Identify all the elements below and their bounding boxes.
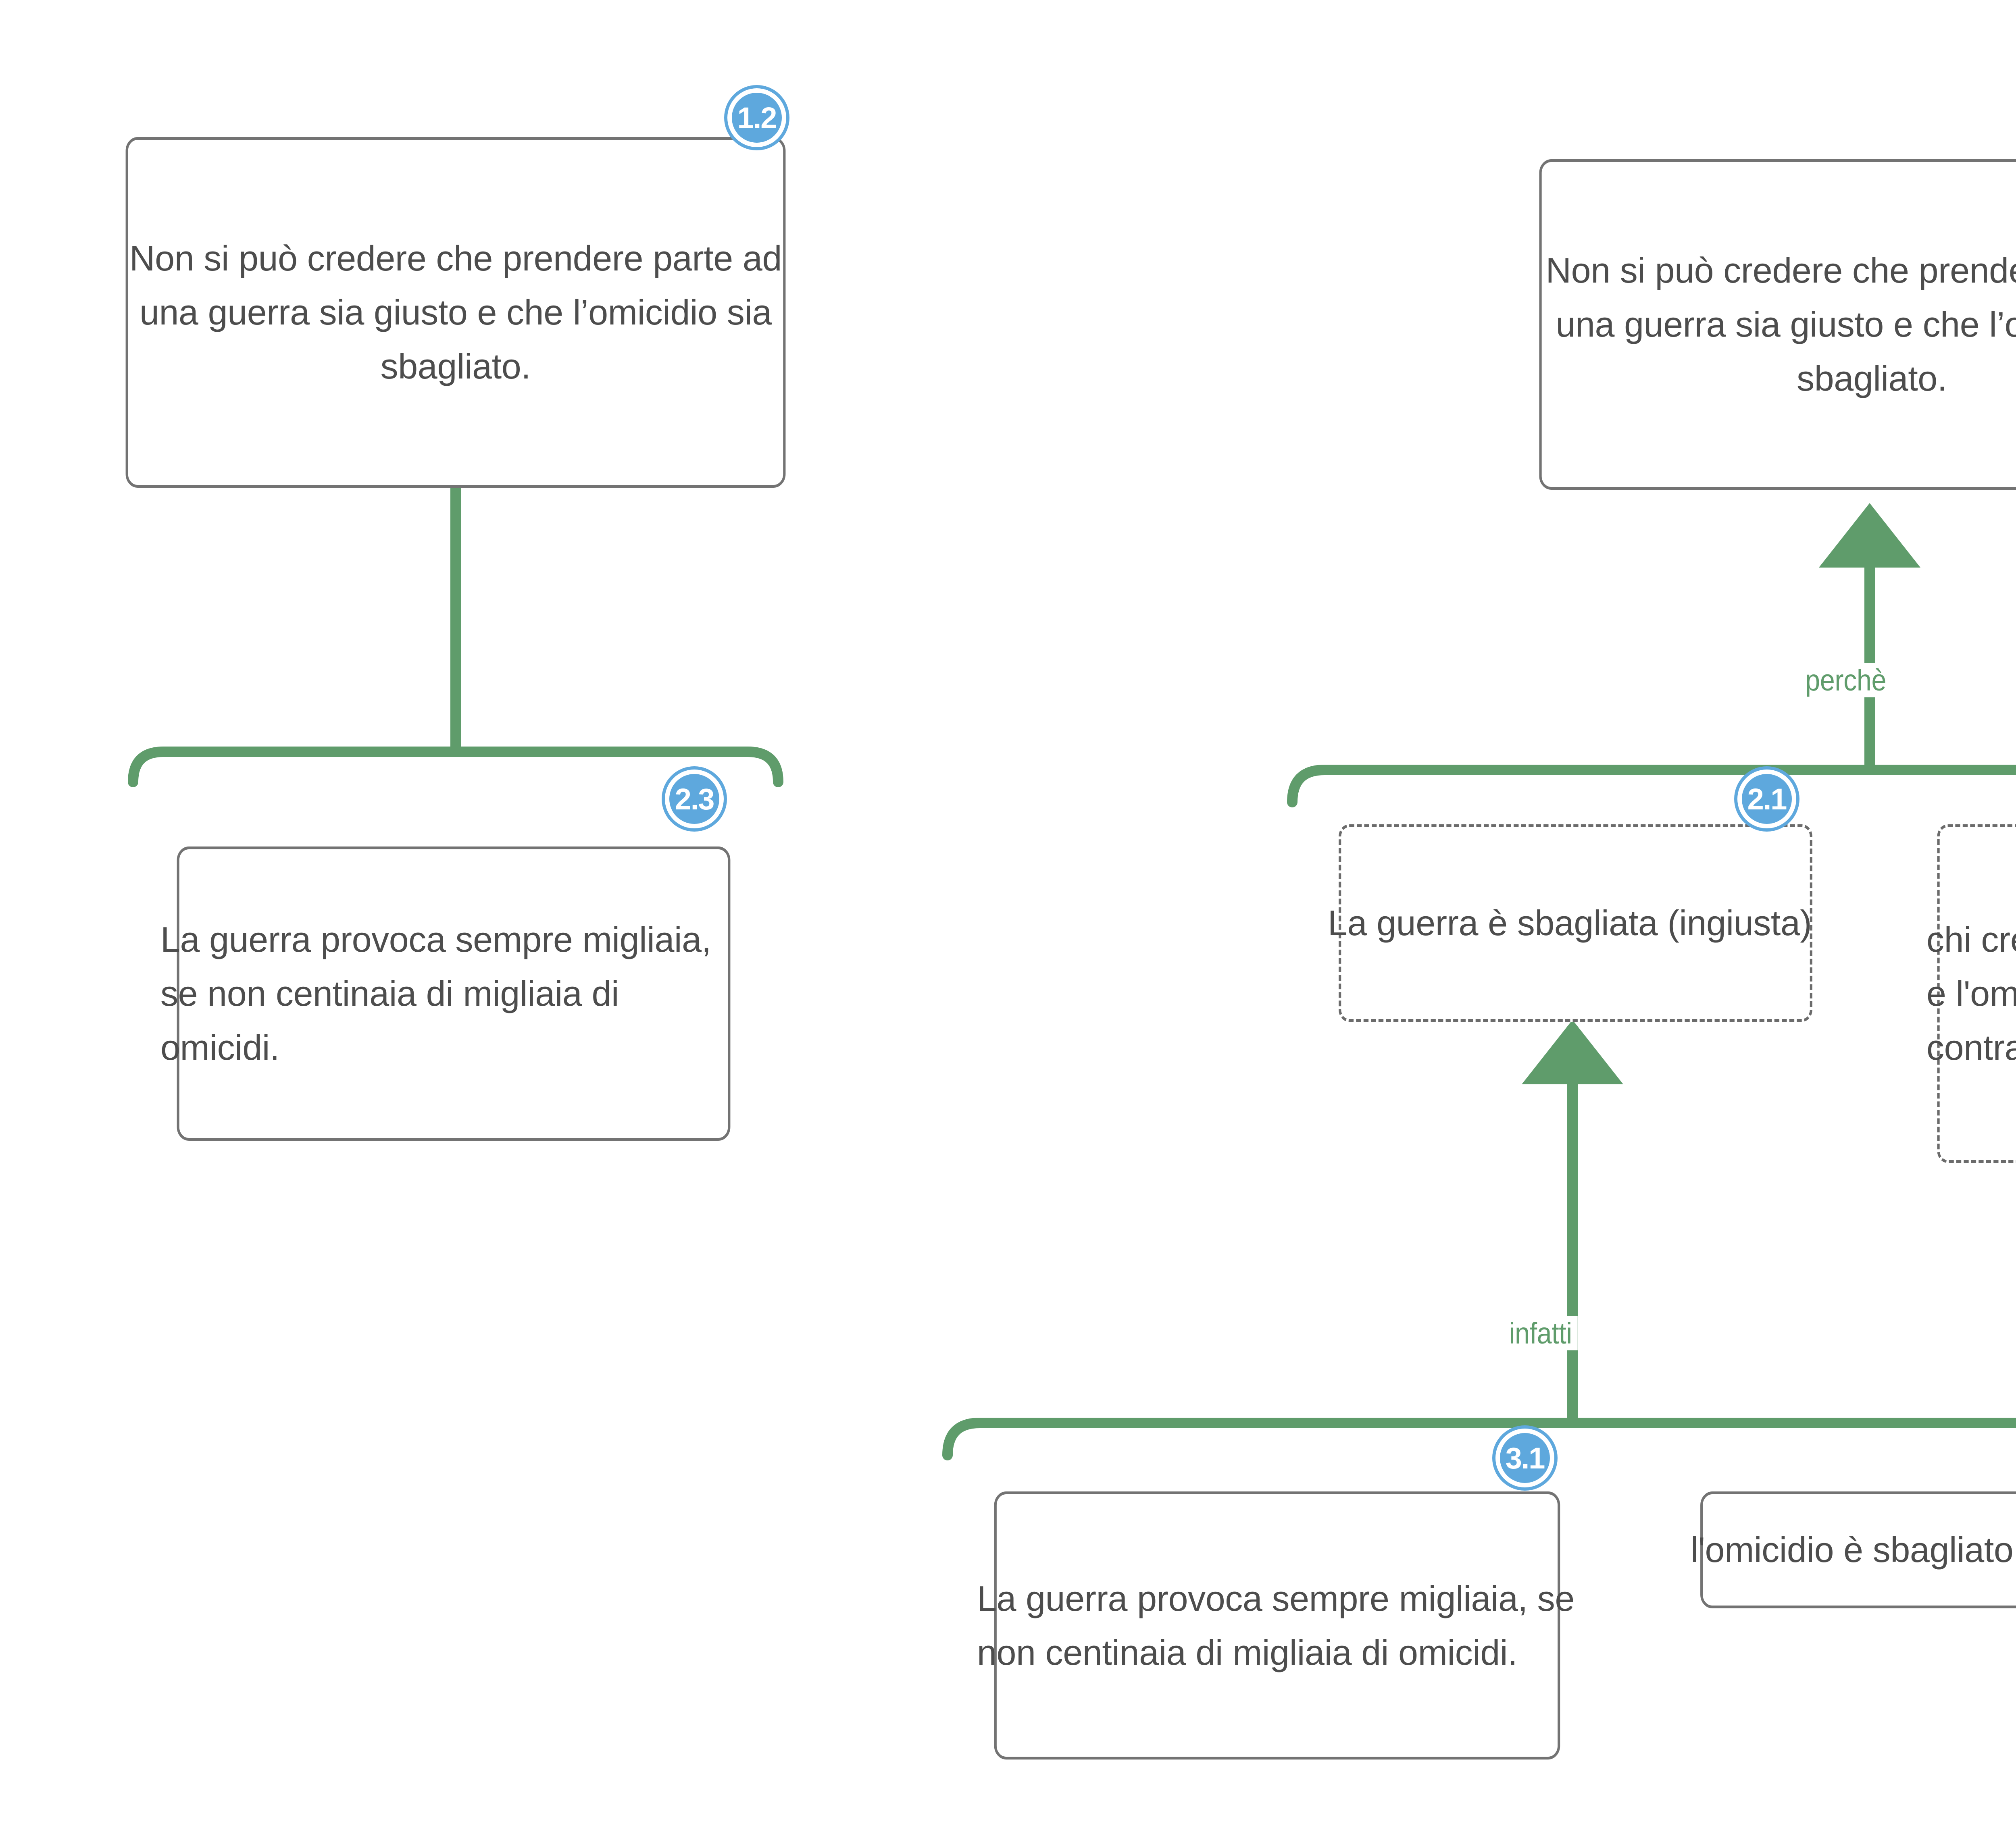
badge-2-1[interactable]: 2.1	[1742, 774, 1792, 824]
badge-1-2[interactable]: 1.2	[732, 93, 782, 143]
statement-box-2-1[interactable]: La guerra è sbagliata (ingiusta)	[1328, 824, 1812, 1022]
arrowhead-up-icon	[1819, 503, 1920, 568]
statement-text-1-2: Non si può credere che prendere parte ad…	[129, 238, 782, 386]
statement-box-2-3[interactable]: La guerra provoca sempre migliaia, se no…	[160, 846, 731, 1141]
statement-text-2-1: La guerra è sbagliata (ingiusta)	[1327, 903, 1812, 943]
connector-infatti-link	[942, 1020, 2016, 1460]
statement-text-1-1: Non si può credere che prendere parte ad…	[1545, 250, 2016, 398]
statement-text-3-2: l'omicidio è sbagliato	[1690, 1530, 2014, 1570]
connector-label-infatti: infatti	[1503, 1316, 1578, 1350]
statement-text-3-1: La guerra provoca sempre migliaia, se no…	[977, 1578, 1574, 1672]
statement-box-3-1[interactable]: La guerra provoca sempre migliaia, se no…	[977, 1491, 1574, 1760]
badge-2-3[interactable]: 2.3	[669, 774, 719, 824]
badge-3-1[interactable]: 3.1	[1500, 1433, 1550, 1483]
statement-text-2-3: La guerra provoca sempre migliaia, se no…	[160, 919, 711, 1067]
connector-perche-link	[1287, 503, 2016, 807]
statement-box-2-2[interactable]: chi crede che la guerra è giusta e l'omi…	[1926, 824, 2016, 1163]
connector-left-link	[128, 486, 783, 787]
statement-box-1-1[interactable]: Non si può credere che prendere parte ad…	[1539, 159, 2016, 490]
statement-box-3-2[interactable]: l'omicidio è sbagliato	[1691, 1491, 2016, 1608]
statement-text-2-2: chi crede che la guerra è giusta e l'omi…	[1926, 919, 2016, 1067]
statement-box-1-2[interactable]: Non si può credere che prendere parte ad…	[125, 137, 786, 488]
arrowhead-up-icon	[1522, 1020, 1623, 1084]
connector-label-perche: perchè	[1799, 663, 1892, 697]
